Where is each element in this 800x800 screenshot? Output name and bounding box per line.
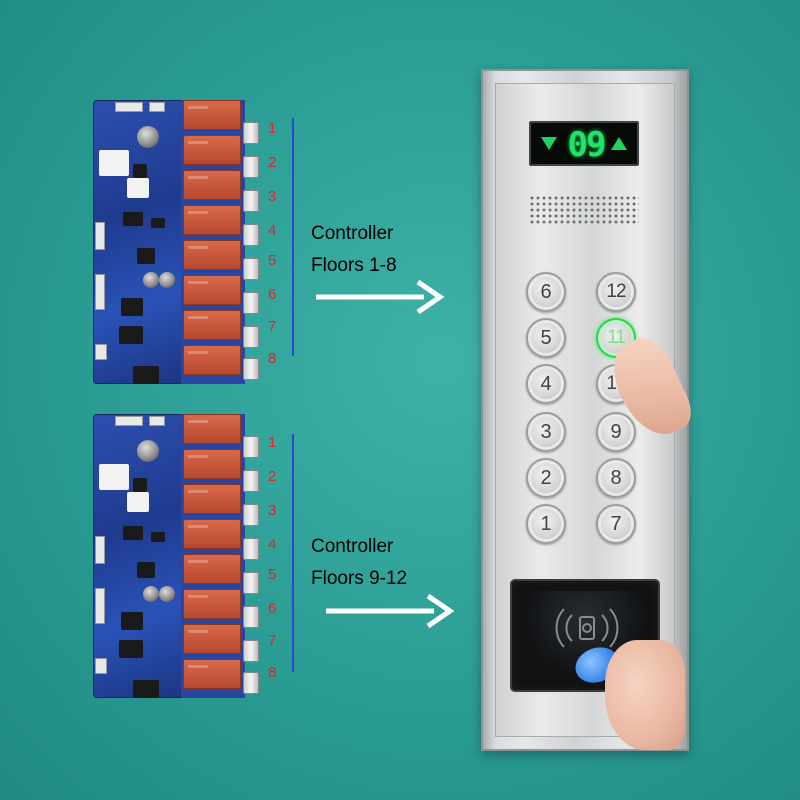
up-arrow-icon xyxy=(611,137,627,150)
floor-button-1[interactable]: 1 xyxy=(526,504,566,544)
floor-button-5[interactable]: 5 xyxy=(526,318,566,358)
floor-indicator-display: 09 xyxy=(529,121,639,166)
down-arrow-icon xyxy=(541,137,557,150)
caption-floors: Floors 1-8 xyxy=(311,255,397,276)
relay-label: 2 xyxy=(268,468,277,485)
arrow-right-icon xyxy=(326,593,455,629)
relay-label: 4 xyxy=(268,536,277,553)
relay-label: 7 xyxy=(268,632,277,649)
floor-button-6[interactable]: 6 xyxy=(526,272,566,312)
relay-label: 1 xyxy=(268,120,277,137)
relay-label: 6 xyxy=(268,286,277,303)
floor-button-8[interactable]: 8 xyxy=(596,458,636,498)
floor-button-3[interactable]: 3 xyxy=(526,412,566,452)
relay-label: 5 xyxy=(268,566,277,583)
hand xyxy=(605,640,685,750)
pcb xyxy=(93,100,185,384)
floor-button-4[interactable]: 4 xyxy=(526,364,566,404)
floor-button-2[interactable]: 2 xyxy=(526,458,566,498)
floor-button-7[interactable]: 7 xyxy=(596,504,636,544)
controller-board-floors-9-12 xyxy=(93,414,261,698)
rfid-icon xyxy=(555,608,619,648)
relay-label: 5 xyxy=(268,252,277,269)
relay-label: 2 xyxy=(268,154,277,171)
floor-button-11[interactable]: 11 xyxy=(596,318,636,358)
arrow-right-icon xyxy=(316,279,445,315)
bracket-line xyxy=(292,434,294,672)
caption-title: Controller xyxy=(311,536,394,557)
relay-label: 8 xyxy=(268,350,277,367)
controller-caption: Controller Floors 9-12 xyxy=(311,531,407,595)
relay-label: 3 xyxy=(268,502,277,519)
relay-label: 3 xyxy=(268,188,277,205)
relay-label: 1 xyxy=(268,434,277,451)
floor-button-9[interactable]: 9 xyxy=(596,412,636,452)
relay-label: 7 xyxy=(268,318,277,335)
relay-label: 8 xyxy=(268,664,277,681)
relay-label: 4 xyxy=(268,222,277,239)
caption-title: Controller xyxy=(311,223,394,244)
controller-caption: Controller Floors 1-8 xyxy=(311,218,397,282)
bracket-line xyxy=(292,118,294,356)
pcb xyxy=(93,414,185,698)
speaker-grille xyxy=(529,195,639,225)
floor-button-12[interactable]: 12 xyxy=(596,272,636,312)
caption-floors: Floors 9-12 xyxy=(311,568,408,589)
controller-board-floors-1-8 xyxy=(93,100,261,384)
current-floor: 09 xyxy=(567,125,607,165)
relay-label: 6 xyxy=(268,600,277,617)
